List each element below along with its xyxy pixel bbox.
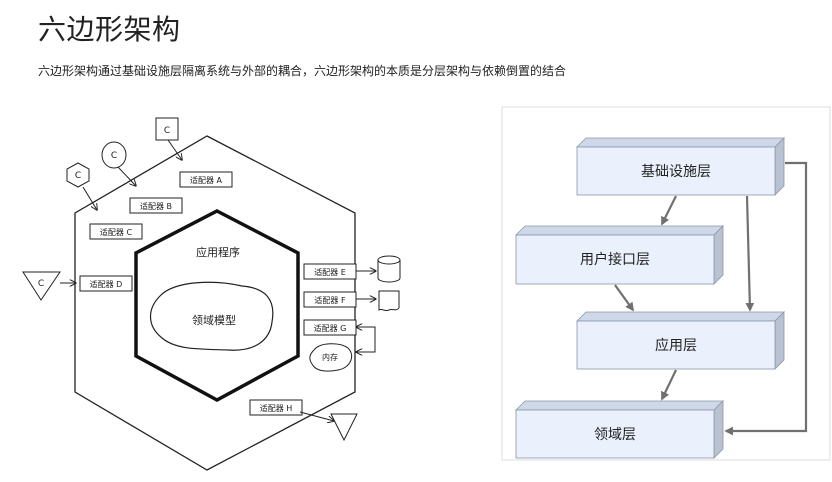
adapter-h <box>249 399 303 416</box>
actor-c-circle-label: C <box>111 151 117 161</box>
actor-c-hexagon-arrow <box>82 186 97 210</box>
arrow-application-to-domain <box>661 369 677 401</box>
adapter-b-label: 适配器 B <box>140 201 172 211</box>
page-description: 六边形架构通过基础设施层隔离系统与外部的耦合，六边形架构的本质是分层架构与依赖倒… <box>38 64 567 78</box>
database-icon <box>377 255 401 283</box>
adapter-e-label: 适配器 E <box>314 267 346 277</box>
layer-user-interface: 用户接口层 <box>515 225 724 285</box>
layer-application: 应用层 <box>576 311 785 370</box>
arrow-user-interface-to-application <box>614 284 635 312</box>
layer-diagram-frame <box>501 106 831 461</box>
adapter-b <box>129 197 183 214</box>
adapter-c <box>89 223 143 240</box>
actor-c-square <box>155 117 179 141</box>
adapter-a-label: 适配器 A <box>190 175 223 185</box>
layer-domain: 领域层 <box>515 400 724 459</box>
page-title: 六边形架构 <box>38 13 181 46</box>
actor-c-square-label: C <box>164 126 170 136</box>
actor-c-circle <box>101 141 127 169</box>
external-triangle <box>330 413 358 442</box>
memory-label: 内存 <box>322 352 338 362</box>
actor-c-triangle-label: C <box>38 279 44 289</box>
actor-c-circle-arrow <box>117 166 136 186</box>
actor-c-hexagon-label: C <box>75 171 81 181</box>
application-label: 应用程序 <box>196 245 240 259</box>
arrow-infrastructure-to-application <box>745 195 755 312</box>
document-icon <box>378 290 400 312</box>
layer-user-interface-label: 用户接口层 <box>580 251 650 268</box>
arrow-infrastructure-to-user-interface <box>661 195 677 226</box>
memory-blob <box>309 343 353 372</box>
adapter-c-label: 适配器 C <box>100 227 133 237</box>
adapter-h-arrow <box>299 411 334 421</box>
hexagon-architecture-diagram: 应用程序 领域模型 C C C C 适配器 A 适配器 B 适配器 C 适配器 … <box>22 117 401 471</box>
layer-infrastructure-label: 基础设施层 <box>641 163 711 180</box>
adapter-g-label: 适配器 G <box>314 323 347 333</box>
arrow-infrastructure-to-domain <box>724 161 808 436</box>
layered-architecture-diagram: 基础设施层 用户接口层 应用层 领域层 <box>501 106 831 461</box>
adapter-g-memory-link <box>356 327 376 352</box>
adapter-a <box>179 171 233 188</box>
domain-model-label: 领域模型 <box>192 313 236 327</box>
actor-c-hexagon <box>66 162 90 188</box>
layer-domain-label: 领域层 <box>594 427 636 443</box>
adapter-d-label: 适配器 D <box>90 279 123 289</box>
layer-application-label: 应用层 <box>655 337 697 354</box>
domain-model-blob <box>149 281 274 351</box>
adapter-d <box>79 275 133 292</box>
actor-c-triangle <box>22 271 61 301</box>
actor-c-square-arrow <box>167 139 182 160</box>
layer-infrastructure: 基础设施层 <box>576 137 785 196</box>
adapter-h-label: 适配器 H <box>260 403 293 413</box>
adapter-f-label: 适配器 F <box>314 295 346 305</box>
